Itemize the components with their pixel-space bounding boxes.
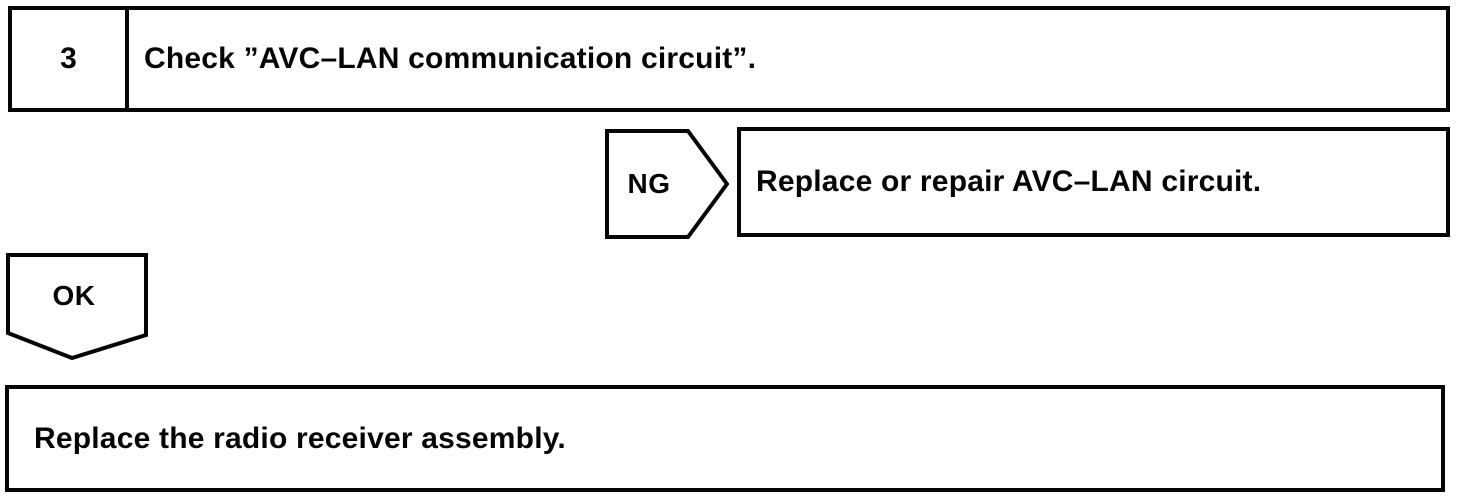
step-number: 3 — [60, 42, 77, 75]
result-box: Replace the radio receiver assembly. — [5, 385, 1445, 492]
ok-arrow-shape — [6, 253, 148, 361]
ng-arrow-label: NG — [627, 168, 671, 199]
result-text: Replace the radio receiver assembly. — [34, 421, 566, 455]
ok-arrow-label: OK — [52, 280, 96, 311]
step-instruction: Check ”AVC–LAN communication circuit”. — [144, 42, 757, 75]
ng-action-text: Replace or repair AVC–LAN circuit. — [756, 165, 1262, 198]
ng-arrow: NG — [605, 129, 729, 239]
ng-arrow-shape — [605, 129, 729, 239]
ok-arrow: OK — [6, 253, 149, 361]
ng-action-box: Replace or repair AVC–LAN circuit. — [737, 127, 1450, 237]
step-box: 3 Check ”AVC–LAN communication circuit”. — [8, 6, 1450, 112]
step-number-cell: 3 — [12, 10, 129, 108]
